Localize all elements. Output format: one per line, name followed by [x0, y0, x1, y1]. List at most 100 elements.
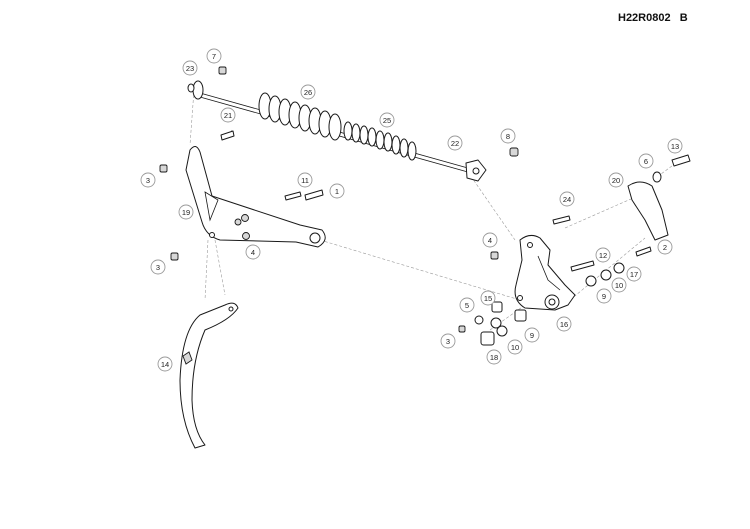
callout-circle: [556, 316, 572, 332]
callout-circle: [500, 128, 516, 144]
rod-end-washer-23: [192, 80, 204, 100]
callout-label: 2: [663, 243, 667, 252]
callout-circle: [608, 172, 624, 188]
callout-24: 24: [559, 191, 575, 207]
arm-20: [627, 181, 669, 241]
lever-bracket-19: [185, 146, 326, 248]
callout-circle: [447, 135, 463, 151]
callout-20: 20: [608, 172, 624, 188]
bolt-24: [552, 215, 571, 225]
callout-9: 9: [524, 327, 540, 343]
bolt-12: [570, 260, 595, 272]
callout-circle: [379, 112, 395, 128]
callout-25: 25: [379, 112, 395, 128]
curved-tine-14: [179, 302, 239, 449]
nut-3-upper: [159, 164, 168, 173]
callout-label: 22: [451, 139, 459, 148]
nut-3-center: [458, 325, 466, 333]
pivot-bracket-16: [514, 234, 576, 311]
callout-circle: [206, 48, 222, 64]
bushing-17: [613, 262, 625, 274]
callout-circle: [182, 60, 198, 76]
callout-circle: [329, 183, 345, 199]
callout-label: 19: [182, 208, 190, 217]
callout-label: 10: [615, 281, 623, 290]
callout-19: 19: [178, 204, 194, 220]
bushing-18: [480, 331, 495, 346]
bolt-11: [284, 191, 302, 201]
hardware-right: [490, 154, 691, 287]
nut-7: [218, 66, 227, 75]
callout-8: 8: [500, 128, 516, 144]
callout-17: 17: [626, 266, 642, 282]
bolt-21: [220, 130, 235, 141]
callout-circle: [486, 349, 502, 365]
callout-circle: [297, 172, 313, 188]
drawing-code: H22R0802 B: [618, 12, 688, 24]
callout-18: 18: [486, 349, 502, 365]
callout-circle: [157, 356, 173, 372]
callout-label: 17: [630, 270, 638, 279]
nut-8: [509, 147, 519, 157]
callout-label: 10: [511, 343, 519, 352]
callout-circle: [220, 107, 236, 123]
callout-layer: 1233344567899101011121314151617181920212…: [140, 48, 683, 372]
bushing-9-center: [514, 309, 527, 322]
callout-label: 3: [156, 263, 160, 272]
hardware-center: [458, 301, 527, 346]
callout-9: 9: [596, 288, 612, 304]
callout-7: 7: [206, 48, 222, 64]
washer-10-center: [496, 325, 508, 337]
callout-label: 1: [335, 187, 339, 196]
washer-center: [490, 317, 502, 329]
callout-label: 25: [383, 116, 391, 125]
callout-circle: [524, 327, 540, 343]
callout-15: 15: [480, 290, 496, 306]
callout-label: 11: [301, 176, 309, 185]
spring-25: [343, 121, 417, 161]
callout-label: 12: [599, 251, 607, 260]
callout-circle: [245, 244, 261, 260]
callout-circle: [638, 153, 654, 169]
drawing-revision: B: [679, 12, 688, 24]
callout-label: 20: [612, 176, 620, 185]
callout-circle: [667, 138, 683, 154]
small-hardware-top: [218, 66, 519, 201]
callout-14: 14: [157, 356, 173, 372]
callout-circle: [440, 333, 456, 349]
callout-21: 21: [220, 107, 236, 123]
callout-label: 3: [146, 176, 150, 185]
callout-11: 11: [297, 172, 313, 188]
callout-label: 6: [644, 157, 648, 166]
o-ring-6: [652, 171, 662, 183]
callout-circle: [507, 339, 523, 355]
callout-circle: [559, 191, 575, 207]
bushing-15: [491, 301, 503, 313]
callout-label: 3: [446, 337, 450, 346]
callout-label: 9: [530, 331, 534, 340]
callout-13: 13: [667, 138, 683, 154]
callout-label: 4: [251, 248, 255, 257]
washer-5: [474, 315, 484, 325]
callout-label: 8: [506, 132, 510, 141]
callout-4: 4: [245, 244, 261, 260]
callout-23: 23: [182, 60, 198, 76]
callout-label: 14: [161, 360, 169, 369]
pin-13: [671, 154, 691, 167]
callout-10: 10: [611, 277, 627, 293]
callout-5: 5: [459, 297, 475, 313]
drawing-number: H22R0802: [618, 12, 671, 24]
callout-label: 18: [490, 353, 498, 362]
callout-3: 3: [150, 259, 166, 275]
callout-10: 10: [507, 339, 523, 355]
callout-label: 16: [560, 320, 568, 329]
bolt-2: [635, 246, 652, 257]
spring-26: [258, 92, 342, 141]
callout-3: 3: [440, 333, 456, 349]
washer-9-right: [600, 269, 612, 281]
callout-circle: [657, 239, 673, 255]
callout-4: 4: [482, 232, 498, 248]
bolt-1: [304, 189, 324, 201]
callout-label: 4: [488, 236, 492, 245]
